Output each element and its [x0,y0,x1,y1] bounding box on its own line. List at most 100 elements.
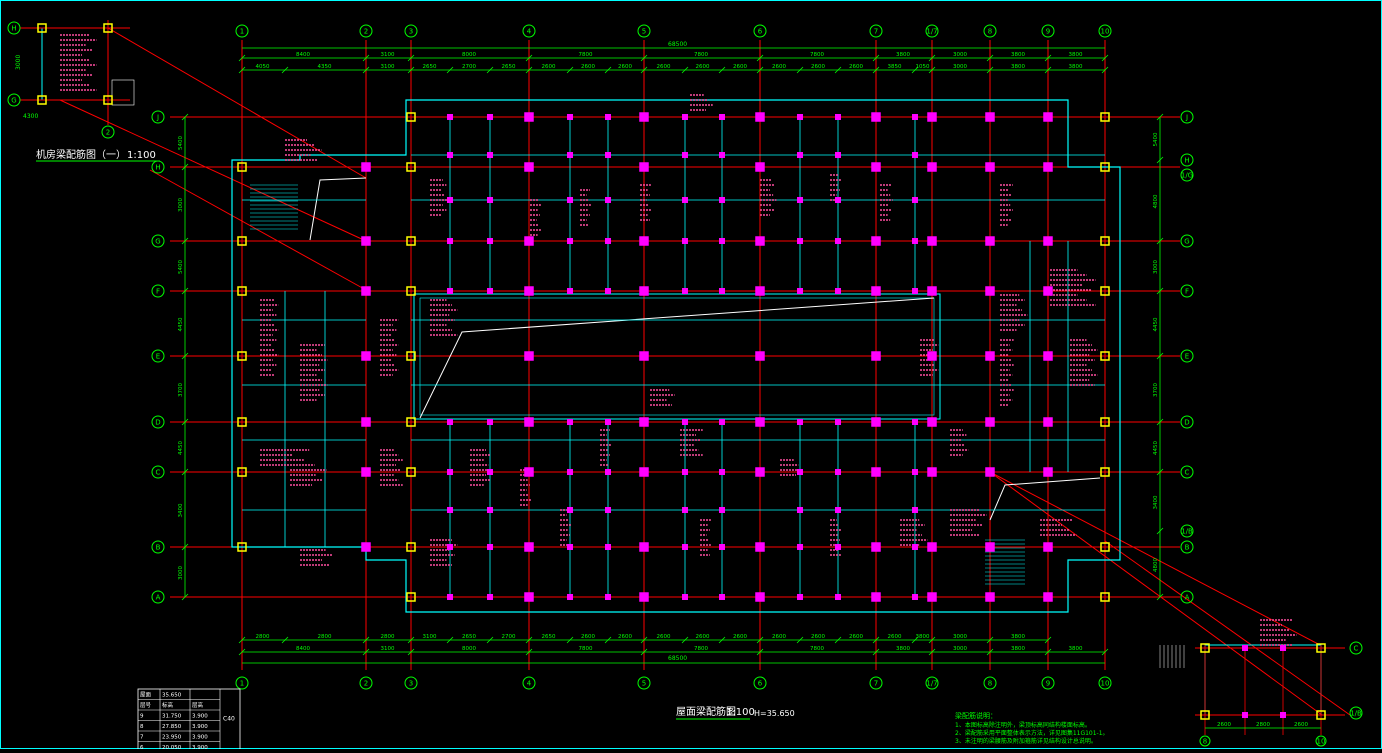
column-0-D [237,417,247,427]
axis-top-9-label: 9 [1046,28,1050,36]
secondary-column-8-6 [912,469,918,475]
top-dim-detail-label-8: 2600 [618,64,632,70]
bottom-dim-detail-label-16: 3800 [916,634,930,640]
column-10-J [1100,112,1110,122]
bottom-dim-groups-tick-8 [986,648,994,656]
left-dims-label-0: 5400 [178,136,184,150]
detail-1-axis-H-circle [7,21,21,35]
column-6-B [871,542,881,552]
bottom-dim-detail-tick-7 [566,636,574,644]
column-8-G [985,236,995,246]
secondary-column-0-7 [447,507,453,513]
secondary-column-5-5 [719,419,725,425]
axis-right-9-circle [1180,540,1194,554]
column-5-H [755,162,765,172]
bottom-dim-detail-label-12: 2600 [772,634,786,640]
secondary-column-7-8 [835,544,841,550]
table-cell-4-2: 3.900 [192,735,208,741]
top-dim-detail-tick-15 [872,66,880,74]
bottom-dim-detail-label-13: 2600 [811,634,825,640]
top-dim-detail-tick-20 [1101,66,1109,74]
column-6-G [871,236,881,246]
top-dim-detail-label-19: 3800 [1069,64,1083,70]
secondary-column-2-7 [567,507,573,513]
column-4-D [639,417,649,427]
secondary-column-5-9 [719,594,725,600]
bottom-dim-detail-tick-6 [525,636,533,644]
secondary-column-1-0 [487,114,493,120]
detail-2-corner-col-2 [1200,710,1210,720]
secondary-column-3-8 [605,544,611,550]
bottom-dim-detail-tick-13 [796,636,804,644]
secondary-column-1-6 [487,469,493,475]
axis-right-1-label: H [1184,157,1189,165]
table-cell-0-0: 屋面 [140,692,152,699]
axis-top-1-circle [359,24,373,38]
column-4-H [639,162,649,172]
column-5-J [755,112,765,122]
secondary-column-6-2 [797,197,803,203]
column-6-E [871,351,881,361]
top-dim-detail-label-12: 2600 [772,64,786,70]
bottom-dim-detail-tick-2 [362,636,370,644]
column-10-F [1100,286,1110,296]
secondary-column-3-3 [605,238,611,244]
top-dim-groups-tick-4 [640,54,648,62]
detail-2-axis-C-label: C [1354,645,1359,653]
left-dims-tick-2 [181,237,189,245]
top-dim-groups-label-7: 3000 [953,52,967,58]
column-10-H [1100,162,1110,172]
table-cell-5-0: 6 [140,745,144,749]
axis-left-J-circle [151,110,165,124]
axis-right-5-label: E [1185,353,1189,361]
bottom-dim-detail-label-18: 3800 [1011,634,1025,640]
left-dims-tick-1 [181,163,189,171]
bottom-dim-detail-tick-9 [640,636,648,644]
column-6-F [871,286,881,296]
secondary-column-6-6 [797,469,803,475]
column-4-A [639,592,649,602]
bottom-dim-detail-tick-4 [446,636,454,644]
section-cut-3 [989,471,1321,646]
secondary-column-2-3 [567,238,573,244]
axis-top-9-circle [1041,24,1055,38]
axis-bottom-6-circle [869,676,883,690]
axis-top-6-circle [869,24,883,38]
detail-1-axis-2-label: 2 [106,129,110,137]
secondary-column-4-9 [682,594,688,600]
secondary-column-0-6 [447,469,453,475]
axis-right-0-circle [1180,110,1194,124]
detail-1-title: 机房梁配筋图（一） [36,148,126,161]
main-plan-title-block: 屋面梁配筋图 1:100 H=35.650 [676,705,795,720]
secondary-column-1-1 [487,152,493,158]
detail-2-axis-10-label: 10 [1317,738,1326,746]
top-dim-groups-label-2: 8000 [462,52,476,58]
secondary-column-7-1 [835,152,841,158]
column-2-B [406,542,416,552]
column-3-E [524,351,534,361]
top-dim-groups-tick-0 [238,54,246,62]
secondary-column-5-3 [719,238,725,244]
top-dim-detail-tick-9 [640,66,648,74]
column-7-G [927,236,937,246]
left-dims-tick-8 [181,593,189,601]
axis-left-G-circle [151,234,165,248]
secondary-column-1-8 [487,544,493,550]
secondary-column-0-8 [447,544,453,550]
detail-2-dim-2: 2600 [1294,722,1308,728]
column-5-F [755,286,765,296]
right-dims-tick-6 [1156,468,1164,476]
secondary-column-7-6 [835,469,841,475]
column-5-C [755,467,765,477]
detail-2-corner-col-0 [1200,643,1210,653]
bottom-dim-detail-tick-19 [1044,636,1052,644]
columns [37,23,1326,720]
bottom-dim-groups-tick-4 [640,648,648,656]
secondary-column-5-1 [719,152,725,158]
right-dims-label-2: 3000 [1153,260,1159,274]
axis-top-0-label: 1 [240,28,244,36]
column-1-F [361,286,371,296]
